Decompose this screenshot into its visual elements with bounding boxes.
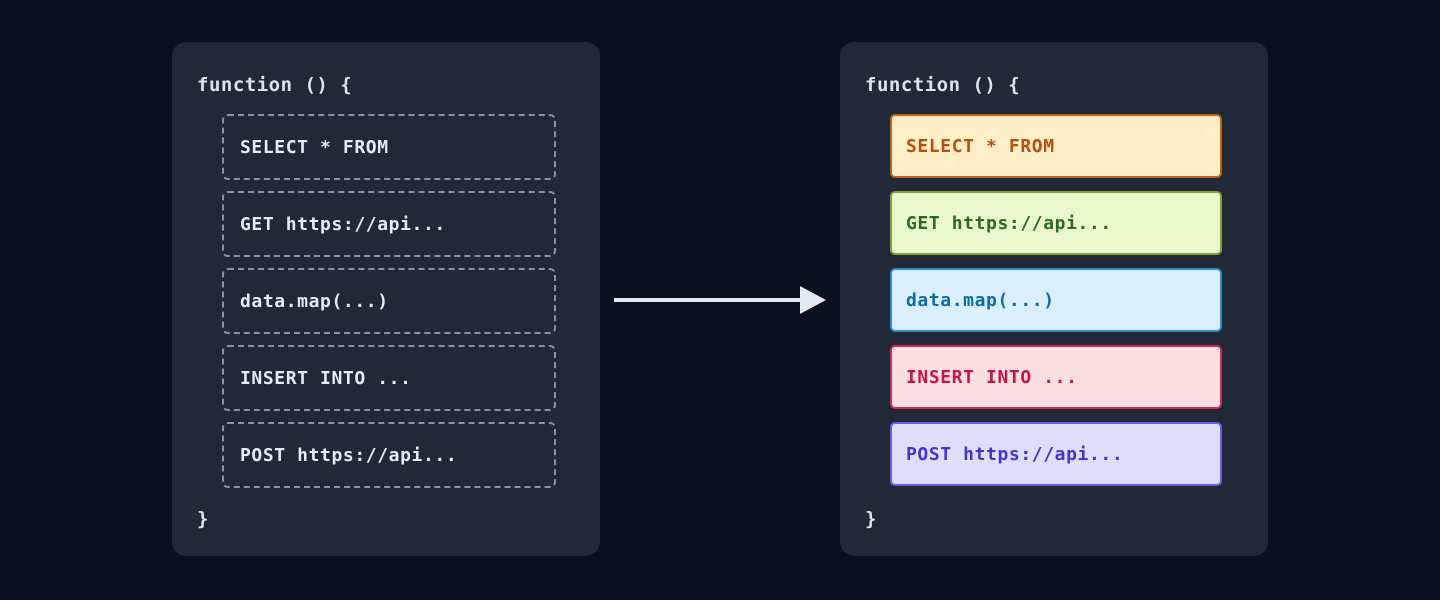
statement-text: data.map(...) <box>906 289 1055 311</box>
statement-box-highlighted-http-post[interactable]: POST https://api... <box>890 422 1222 486</box>
statement-text: data.map(...) <box>240 290 389 312</box>
statement-box-plain[interactable]: INSERT INTO ... <box>222 345 556 411</box>
before-panel: function () { SELECT * FROM GET https://a… <box>172 42 600 556</box>
statement-text: SELECT * FROM <box>240 136 389 158</box>
after-function-close-brace: } <box>865 508 877 530</box>
before-function-open-brace: function () { <box>197 74 353 96</box>
statement-box-highlighted-js-transform[interactable]: data.map(...) <box>890 268 1222 332</box>
statement-box-plain[interactable]: SELECT * FROM <box>222 114 556 180</box>
after-function-open-brace: function () { <box>865 74 1021 96</box>
statement-text: GET https://api... <box>906 212 1112 234</box>
after-panel: function () { SELECT * FROM GET https://a… <box>840 42 1268 556</box>
statement-box-highlighted-sql-select[interactable]: SELECT * FROM <box>890 114 1222 178</box>
statement-box-highlighted-sql-insert[interactable]: INSERT INTO ... <box>890 345 1222 409</box>
statement-box-highlighted-http-get[interactable]: GET https://api... <box>890 191 1222 255</box>
statement-box-plain[interactable]: GET https://api... <box>222 191 556 257</box>
statement-box-plain[interactable]: data.map(...) <box>222 268 556 334</box>
statement-box-plain[interactable]: POST https://api... <box>222 422 556 488</box>
statement-text: POST https://api... <box>906 443 1124 465</box>
statement-text: INSERT INTO ... <box>906 366 1078 388</box>
statement-text: GET https://api... <box>240 213 446 235</box>
statement-text: POST https://api... <box>240 444 458 466</box>
statement-text: SELECT * FROM <box>906 135 1055 157</box>
arrow-right-icon <box>612 284 828 316</box>
statement-text: INSERT INTO ... <box>240 367 412 389</box>
before-function-close-brace: } <box>197 508 209 530</box>
